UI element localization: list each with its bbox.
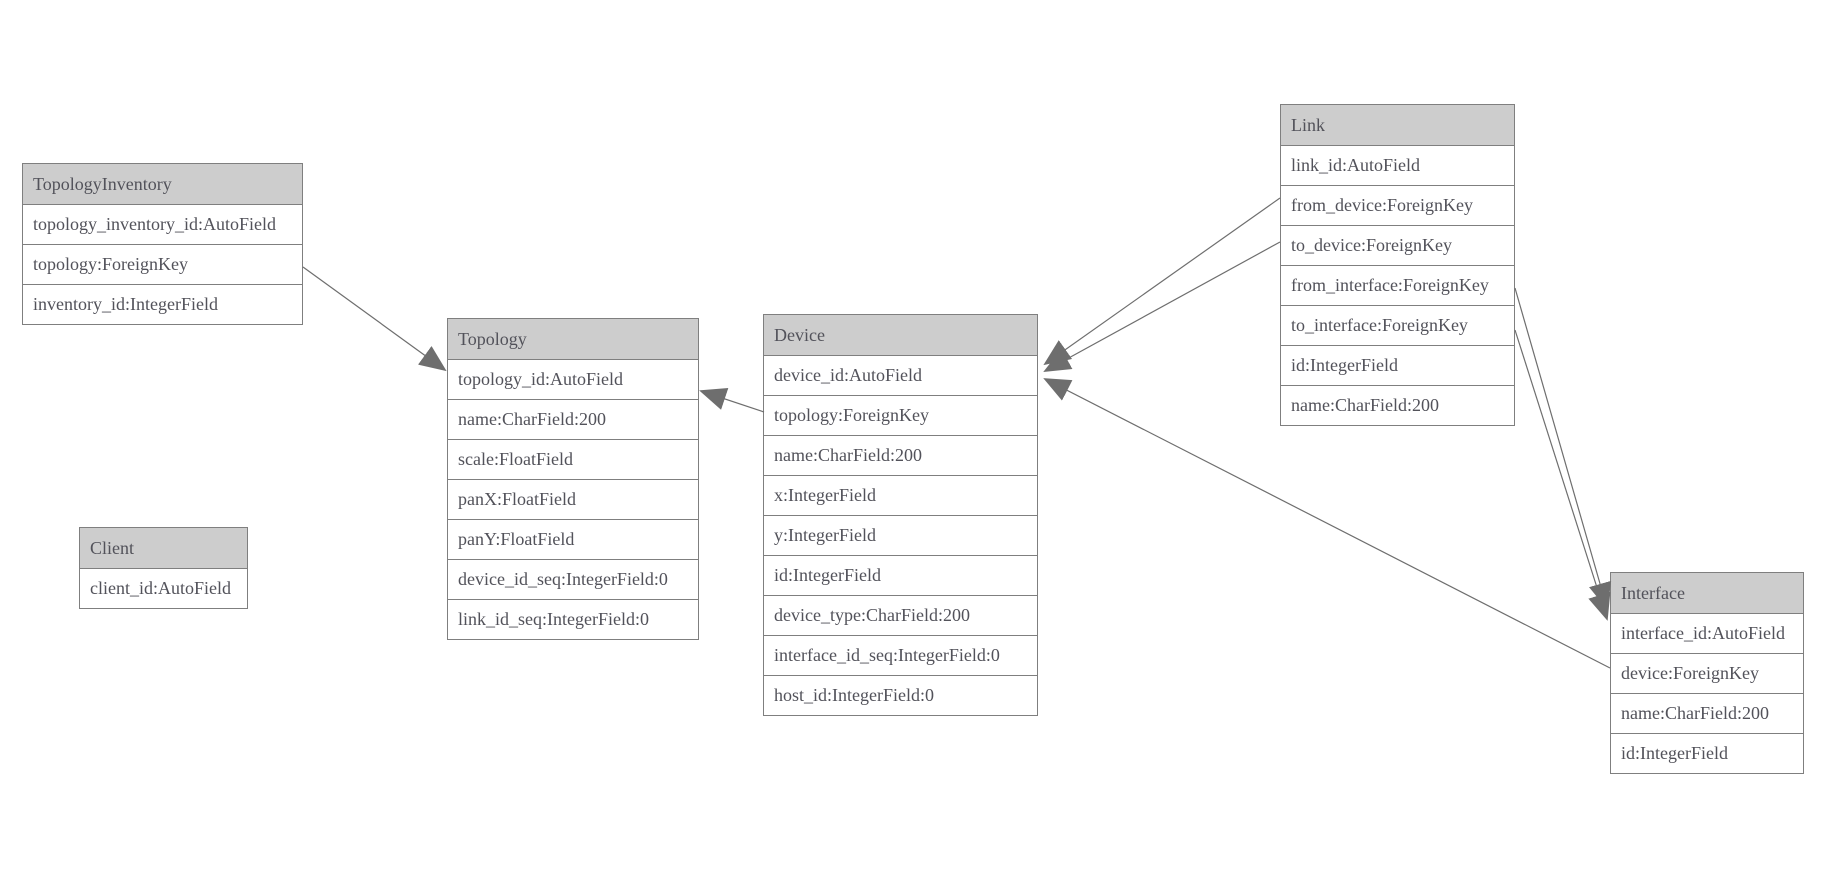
entity-field-device-host_id: host_id:IntegerField:0 — [764, 675, 1037, 715]
entity-field-device-x: x:IntegerField — [764, 475, 1037, 515]
relation-topologyinventory-topology — [302, 266, 447, 372]
entity-field-device-topology: topology:ForeignKey — [764, 395, 1037, 435]
entity-field-device-name: name:CharField:200 — [764, 435, 1037, 475]
entity-field-topology-name: name:CharField:200 — [448, 399, 698, 439]
entity-field-topology-device_id_seq: device_id_seq:IntegerField:0 — [448, 559, 698, 599]
entity-field-client-client_id: client_id:AutoField — [80, 568, 247, 608]
entity-field-link-name: name:CharField:200 — [1281, 385, 1514, 425]
entity-field-topology-link_id_seq: link_id_seq:IntegerField:0 — [448, 599, 698, 639]
entity-title-topology: Topology — [448, 319, 698, 359]
entity-title-interface: Interface — [1611, 573, 1803, 613]
relation-link-to_device — [1043, 241, 1281, 372]
entity-field-device-device_type: device_type:CharField:200 — [764, 595, 1037, 635]
entity-title-client: Client — [80, 528, 247, 568]
relation-device-topology — [699, 387, 765, 413]
entity-field-link-to_interface: to_interface:ForeignKey — [1281, 305, 1514, 345]
entity-title-device: Device — [764, 315, 1037, 355]
entity-field-topology-topology_id: topology_id:AutoField — [448, 359, 698, 399]
entity-field-device-y: y:IntegerField — [764, 515, 1037, 555]
entity-field-device-interface_id_seq: interface_id_seq:IntegerField:0 — [764, 635, 1037, 675]
entity-field-topology-panY: panY:FloatField — [448, 519, 698, 559]
entity-field-interface-interface_id: interface_id:AutoField — [1611, 613, 1803, 653]
entity-field-topologyinventory-inventory_id: inventory_id:IntegerField — [23, 284, 302, 324]
entity-field-topology-scale: scale:FloatField — [448, 439, 698, 479]
entity-title-link: Link — [1281, 105, 1514, 145]
relation-link-to_interface — [1514, 329, 1611, 621]
entity-field-link-id: id:IntegerField — [1281, 345, 1514, 385]
relation-link-from_device — [1043, 197, 1281, 366]
entity-field-link-from_device: from_device:ForeignKey — [1281, 185, 1514, 225]
entity-field-topologyinventory-topology_inventory_id: topology_inventory_id:AutoField — [23, 204, 302, 244]
entity-field-topology-panX: panX:FloatField — [448, 479, 698, 519]
entity-field-link-from_interface: from_interface:ForeignKey — [1281, 265, 1514, 305]
entity-title-topologyinventory: TopologyInventory — [23, 164, 302, 204]
entity-field-interface-id: id:IntegerField — [1611, 733, 1803, 773]
entity-field-device-device_id: device_id:AutoField — [764, 355, 1037, 395]
entity-field-interface-device: device:ForeignKey — [1611, 653, 1803, 693]
entity-field-device-id: id:IntegerField — [764, 555, 1037, 595]
relation-link-from_interface — [1514, 287, 1612, 610]
entity-field-topologyinventory-topology: topology:ForeignKey — [23, 244, 302, 284]
entity-field-link-link_id: link_id:AutoField — [1281, 145, 1514, 185]
entity-field-interface-name: name:CharField:200 — [1611, 693, 1803, 733]
entity-field-link-to_device: to_device:ForeignKey — [1281, 225, 1514, 265]
